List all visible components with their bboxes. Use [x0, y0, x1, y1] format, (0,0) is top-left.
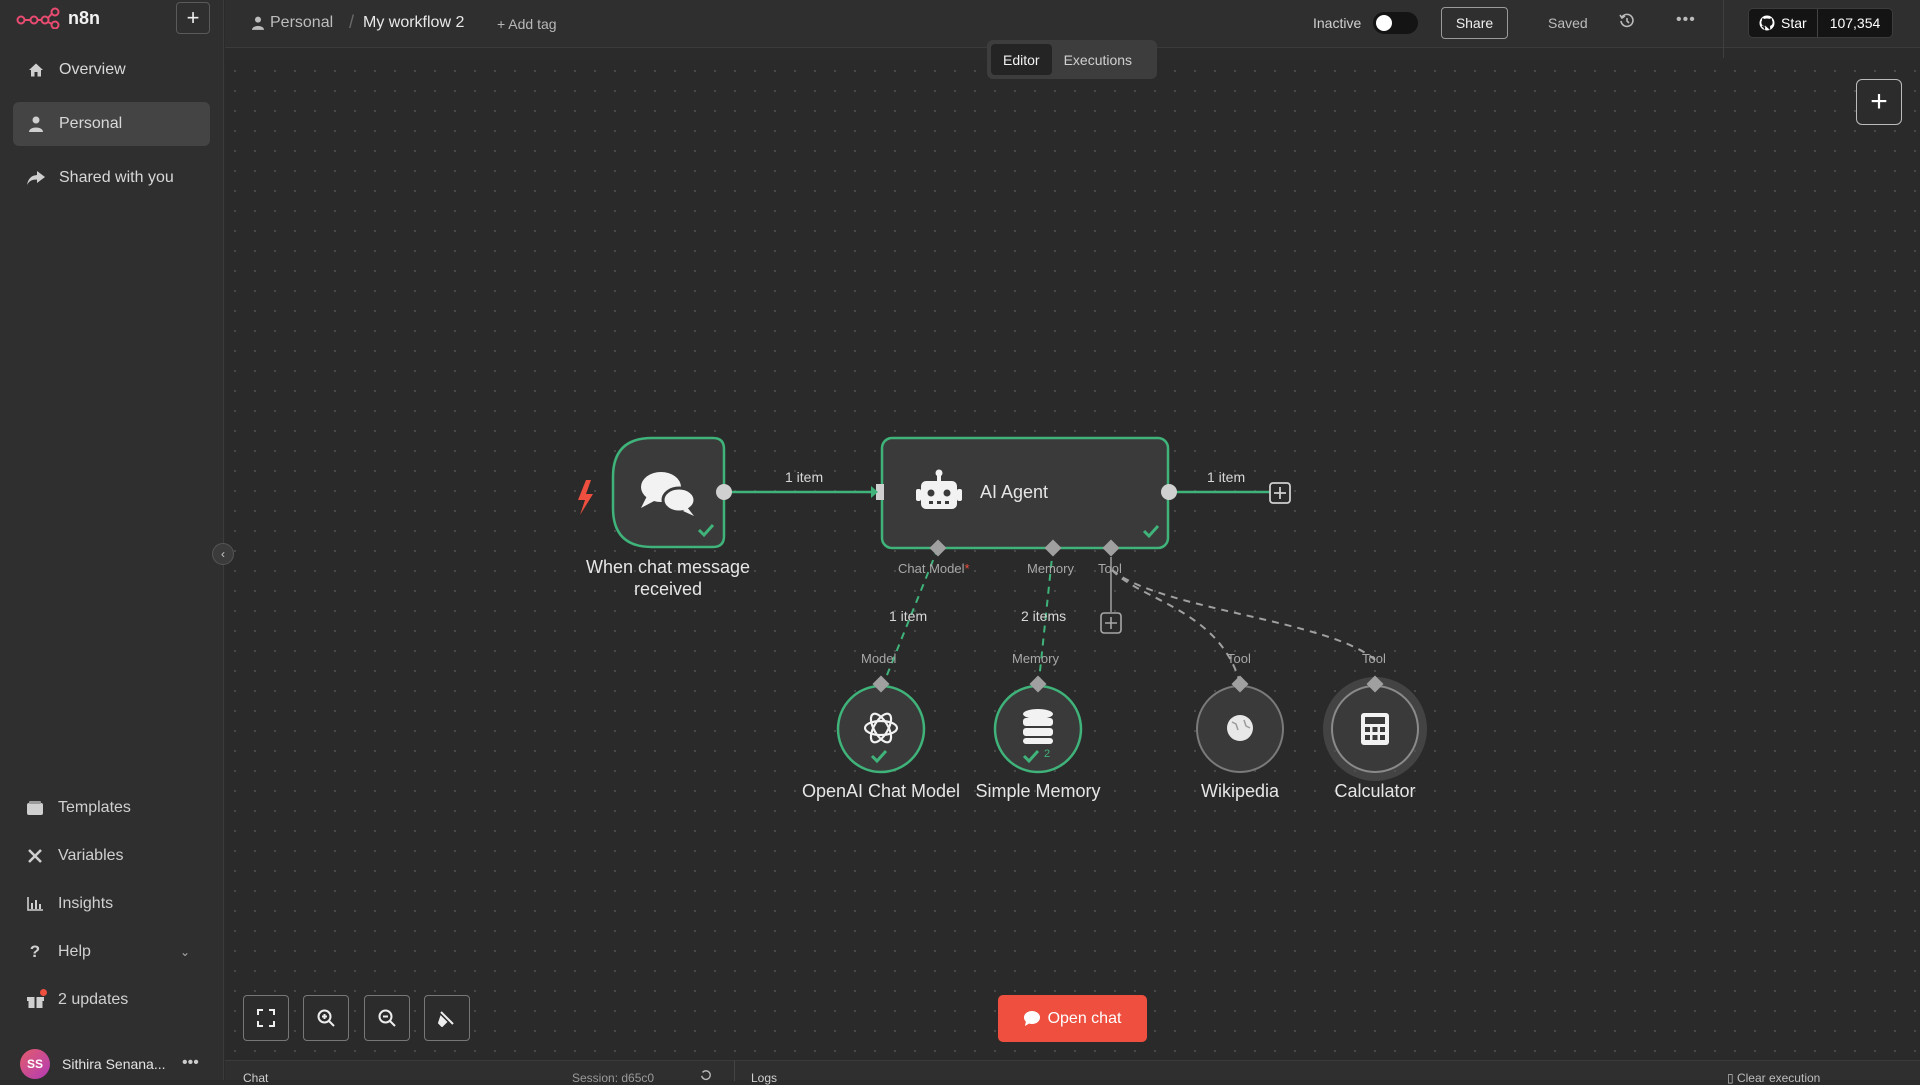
avatar: SS — [20, 1049, 50, 1079]
sidebar-item-variables[interactable]: Variables — [13, 836, 210, 876]
insights-icon — [26, 897, 44, 911]
node-label-trigger: When chat message received — [568, 556, 768, 600]
clear-execution-label: Clear execution — [1737, 1071, 1820, 1085]
memory-run-count: 2 — [1044, 748, 1050, 760]
active-status-label: Inactive — [1313, 15, 1361, 31]
zoom-in-icon — [317, 1009, 335, 1027]
header-divider — [1723, 0, 1724, 58]
reset-session-icon[interactable] — [699, 1069, 713, 1084]
history-icon[interactable] — [1619, 13, 1635, 34]
n8n-logo[interactable]: n8n — [16, 6, 100, 30]
port-label-memory: Memory — [1027, 561, 1074, 576]
tab-editor[interactable]: Editor — [991, 44, 1052, 75]
variables-icon — [26, 849, 44, 863]
open-chat-label: Open chat — [1048, 1010, 1122, 1028]
home-icon — [27, 62, 45, 78]
github-star-label: Star — [1781, 15, 1807, 31]
sidebar-item-insights[interactable]: Insights — [13, 884, 210, 924]
port-label-tool: Tool — [1098, 561, 1122, 576]
edge-label-memory: 2 items — [1021, 608, 1066, 624]
session-id: Session: d65c0 — [572, 1071, 654, 1085]
plus-icon: + — [187, 5, 200, 31]
node-label-calculator: Calculator — [1295, 780, 1455, 802]
share-button[interactable]: Share — [1441, 7, 1508, 39]
collapse-sidebar-button[interactable]: ‹ — [212, 543, 234, 565]
chat-icon — [1024, 1011, 1040, 1026]
open-chat-button[interactable]: Open chat — [998, 995, 1147, 1042]
breadcrumb-separator: / — [349, 12, 354, 33]
sidebar-item-templates[interactable]: Templates — [13, 788, 210, 828]
port-label-wiki-in: Tool — [1227, 651, 1251, 666]
gift-icon — [26, 993, 44, 1008]
fit-view-icon — [257, 1009, 275, 1027]
github-star-button[interactable]: Star — [1749, 9, 1817, 37]
create-new-button[interactable]: + — [176, 2, 210, 34]
zoom-out-icon — [378, 1009, 396, 1027]
sidebar-item-label: Personal — [59, 115, 122, 133]
fit-view-button[interactable] — [243, 995, 289, 1041]
more-options-icon[interactable]: ••• — [1676, 11, 1696, 29]
user-menu[interactable]: SS Sithira Senana... — [20, 1048, 166, 1080]
sidebar: n8n + Overview Personal Shared with you … — [0, 0, 224, 1080]
add-tag-button[interactable]: + Add tag — [497, 16, 557, 32]
chat-panel-tab[interactable]: Chat — [243, 1071, 268, 1085]
node-label-memory: Simple Memory — [938, 780, 1138, 802]
sidebar-item-help[interactable]: ? Help ⌄ — [13, 932, 210, 972]
user-icon — [252, 16, 264, 30]
app-name: n8n — [68, 8, 100, 29]
node-label-agent: AI Agent — [980, 481, 1048, 503]
tidy-up-button[interactable] — [424, 995, 470, 1041]
user-more-icon[interactable]: ••• — [182, 1054, 199, 1072]
active-toggle[interactable] — [1373, 12, 1418, 34]
sidebar-item-updates[interactable]: 2 updates — [13, 980, 210, 1020]
notification-dot — [40, 989, 47, 996]
workflow-name[interactable]: My workflow 2 — [363, 14, 464, 32]
edge-label-model: 1 item — [889, 608, 927, 624]
share-icon — [27, 171, 45, 185]
sidebar-item-label: Shared with you — [59, 169, 174, 187]
sidebar-item-overview[interactable]: Overview — [13, 48, 210, 92]
port-label-memory-in: Memory — [1012, 651, 1059, 666]
port-label-model-in: Model — [861, 651, 896, 666]
breadcrumb[interactable]: Personal — [252, 14, 333, 32]
sidebar-item-label: Overview — [59, 61, 126, 79]
edge-label-agent-out: 1 item — [1207, 469, 1245, 485]
zoom-in-button[interactable] — [303, 995, 349, 1041]
editor-tabs: Editor Executions — [987, 40, 1157, 79]
panel-divider — [734, 1061, 735, 1081]
edge-label-trigger-agent: 1 item — [785, 469, 823, 485]
sidebar-item-label: Insights — [58, 895, 113, 913]
chevron-left-icon: ‹ — [221, 547, 225, 561]
logs-panel-bar: Chat Session: d65c0 Logs ▯ Clear executi… — [225, 1060, 1920, 1080]
port-label-chat-model: Chat Model* — [898, 561, 970, 576]
github-star-count: 107,354 — [1817, 9, 1893, 37]
sidebar-item-shared[interactable]: Shared with you — [13, 156, 210, 200]
sidebar-item-personal[interactable]: Personal — [13, 102, 210, 146]
logs-panel-tab[interactable]: Logs — [751, 1071, 777, 1085]
tab-executions[interactable]: Executions — [1052, 44, 1144, 75]
breadcrumb-project: Personal — [270, 14, 333, 32]
github-star-widget[interactable]: Star 107,354 — [1748, 8, 1893, 38]
add-node-button[interactable]: + — [1856, 79, 1902, 125]
zoom-out-button[interactable] — [364, 995, 410, 1041]
saved-status: Saved — [1548, 15, 1588, 31]
port-label-calc-in: Tool — [1362, 651, 1386, 666]
chevron-down-icon: ⌄ — [180, 945, 190, 959]
clear-execution-button[interactable]: ▯ Clear execution — [1727, 1071, 1820, 1085]
sidebar-item-label: Variables — [58, 847, 124, 865]
trash-icon: ▯ — [1727, 1071, 1734, 1085]
n8n-logo-icon — [16, 7, 60, 29]
help-icon: ? — [26, 942, 44, 962]
plus-icon: + — [1870, 85, 1888, 119]
sidebar-item-label: 2 updates — [58, 991, 128, 1009]
user-icon — [27, 116, 45, 132]
broom-icon — [438, 1009, 456, 1027]
sidebar-item-label: Templates — [58, 799, 131, 817]
templates-icon — [26, 801, 44, 815]
sidebar-item-label: Help — [58, 943, 91, 961]
github-icon — [1759, 15, 1775, 31]
user-name: Sithira Senana... — [62, 1056, 166, 1072]
